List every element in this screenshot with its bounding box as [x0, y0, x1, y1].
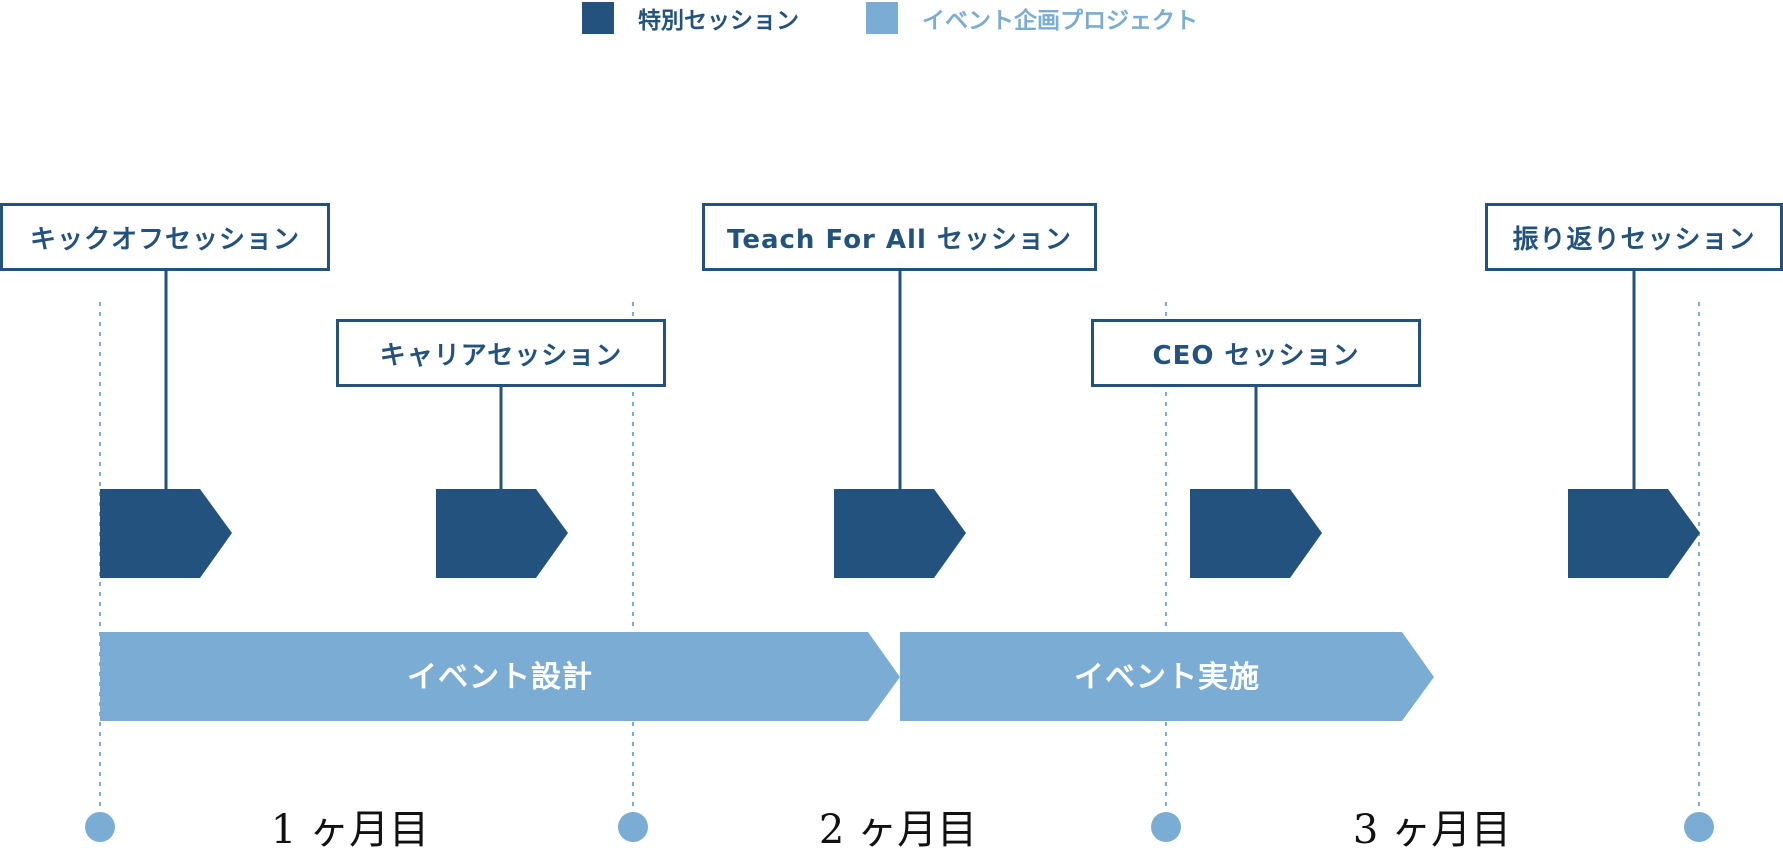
session-career: キャリアセッション [336, 319, 666, 387]
phase-execution-label: イベント実施 [1074, 660, 1260, 695]
session-marker-4 [1190, 489, 1322, 578]
session-ceo: CEO セッション [1091, 319, 1421, 387]
phase-design-arrow [100, 632, 900, 721]
session-kickoff: キックオフセッション [0, 203, 330, 271]
legend-special: 特別セッション [582, 2, 799, 34]
session-marker-5 [1568, 489, 1700, 578]
phase-design-label: イベント設計 [407, 660, 593, 695]
legend-project: イベント企画プロジェクト [866, 2, 1198, 34]
session-marker-3 [834, 489, 966, 578]
month-marker-dot-1 [85, 812, 115, 842]
legend-special-swatch [582, 2, 614, 34]
month-3-label: 3 ヶ月目 [1352, 807, 1512, 853]
session-marker-1 [100, 489, 232, 578]
legend-special-label: 特別セッション [638, 8, 799, 34]
month-marker-dot-3 [1151, 812, 1181, 842]
legend-project-label: イベント企画プロジェクト [922, 8, 1198, 34]
month-marker-dot-2 [618, 812, 648, 842]
session-reflection: 振り返りセッション [1485, 203, 1783, 271]
phase-execution-arrow [900, 632, 1434, 721]
month-1-label: 1 ヶ月目 [270, 807, 430, 853]
legend-project-swatch [866, 2, 898, 34]
session-marker-2 [436, 489, 568, 578]
month-marker-dot-4 [1684, 812, 1714, 842]
session-teach-for-all: Teach For All セッション [702, 203, 1097, 271]
month-2-label: 2 ヶ月目 [818, 807, 978, 853]
